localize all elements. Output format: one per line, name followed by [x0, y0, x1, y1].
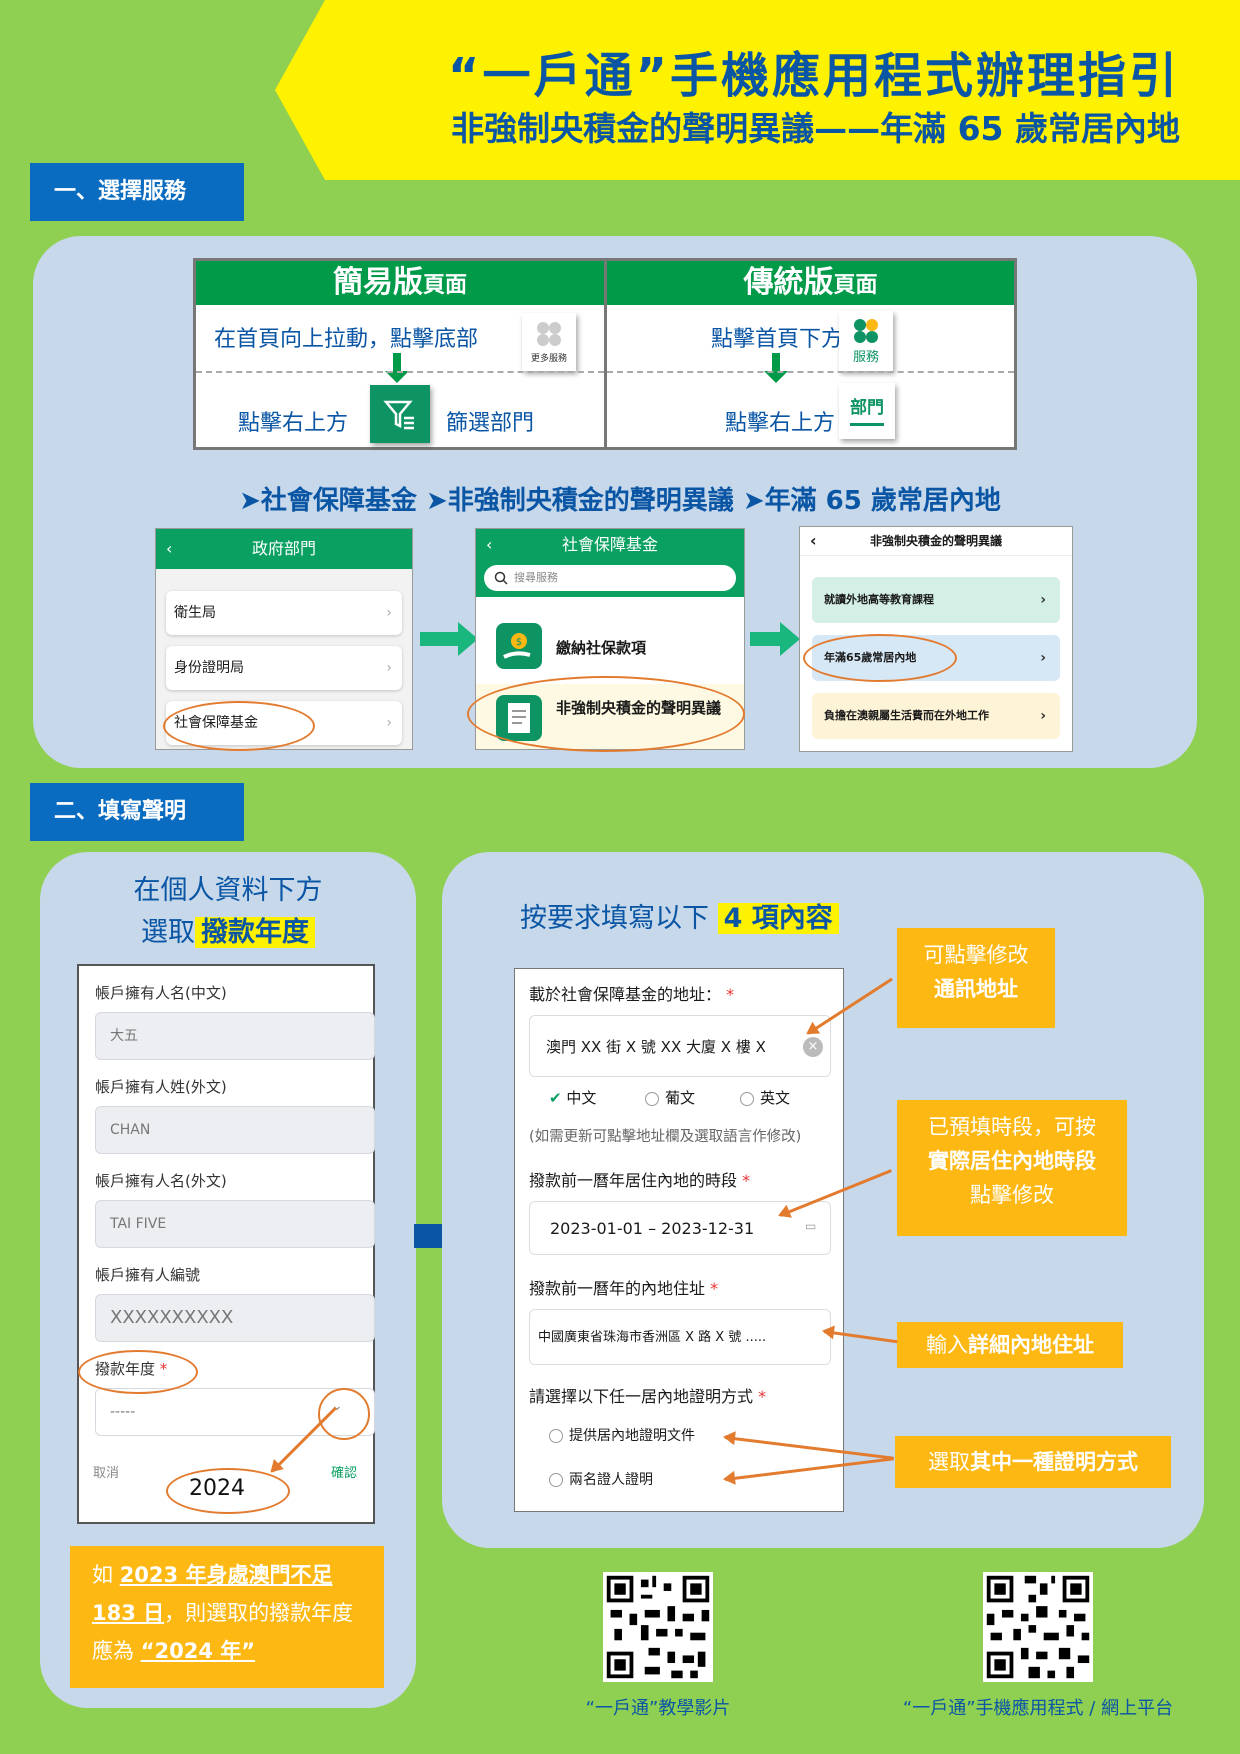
- owner-name-chinese-field: 大五: [95, 1012, 375, 1060]
- filter-tile: [370, 385, 430, 443]
- note-proof-method: 選取其中一種證明方式: [895, 1436, 1171, 1488]
- chevron-right-icon: ›: [1040, 708, 1046, 724]
- highlight-oval: [467, 676, 745, 752]
- lang-radio-english[interactable]: 英文: [740, 1087, 790, 1108]
- year-selection-note: 如 2023 年身處澳門不足 183 日，則選取的撥款年度 應為 “2024 年…: [70, 1546, 384, 1688]
- option-higher-education[interactable]: 就讀外地高等教育課程›: [812, 577, 1060, 623]
- chevron-right-icon: ›: [1040, 592, 1046, 608]
- qr-label-tutorial-video: “一戶通”教學影片: [585, 1698, 731, 1719]
- path-chevron-icon: ➤: [742, 486, 765, 516]
- more-services-tile: 更多服務: [522, 313, 576, 371]
- right-instruction: 按要求填寫以下 4 項內容: [520, 896, 839, 935]
- classic-step2-text: 點擊右上方: [725, 411, 836, 436]
- period-label: 撥款前一曆年居住內地的時段 *: [529, 1171, 751, 1190]
- classic-version-column: 傳統版頁面 點擊首頁下方 服務 點擊右上方 部門: [607, 261, 1014, 447]
- note-edit-address: 可點擊修改通訊地址: [897, 928, 1055, 1028]
- section-tag-fill-declaration: 二、填寫聲明: [30, 783, 244, 841]
- chevron-right-icon: ›: [386, 660, 392, 676]
- right-arrow-icon: [420, 622, 478, 656]
- simple-step2-text: 點擊右上方: [238, 411, 349, 436]
- mainland-address-input[interactable]: 中國廣東省珠海市香洲區 X 路 X 號 .....: [529, 1309, 831, 1365]
- right-arrow-icon: [750, 622, 800, 656]
- search-icon: [494, 571, 508, 585]
- lang-radio-chinese[interactable]: ✔ 中文: [549, 1089, 597, 1107]
- list-item[interactable]: 身份證明局›: [166, 646, 402, 690]
- declaration-form: 載於社會保障基金的地址： * 澳門 XX 街 X 號 XX 大廈 X 樓 X ×…: [514, 968, 844, 1512]
- list-item[interactable]: 衛生局›: [166, 591, 402, 635]
- chevron-right-icon: ›: [386, 715, 392, 731]
- classic-version-header: 傳統版頁面: [607, 261, 1014, 305]
- highlight-oval: [163, 701, 315, 751]
- back-chevron-icon[interactable]: ‹: [486, 535, 493, 554]
- confirm-button[interactable]: 確認: [331, 1466, 358, 1481]
- left-instruction-1: 在個人資料下方: [133, 875, 323, 906]
- header-banner: [275, 0, 1240, 180]
- cancel-button[interactable]: 取消: [93, 1466, 120, 1481]
- qr-code-app-platform[interactable]: [983, 1572, 1093, 1682]
- clear-icon[interactable]: ×: [803, 1037, 823, 1057]
- personal-info-form: 帳戶擁有人名(中文) 大五 帳戶擁有人姓(外文) CHAN 帳戶擁有人名(外文)…: [77, 964, 375, 1524]
- path-chevron-icon: ➤: [239, 486, 261, 516]
- period-input[interactable]: 2023-01-01 – 2023-12-31: [529, 1201, 831, 1255]
- mainland-address-label: 撥款前一曆年的內地住址 *: [529, 1279, 719, 1298]
- owner-number-field: XXXXXXXXXX: [95, 1294, 375, 1342]
- chevron-right-icon: ›: [1040, 650, 1046, 666]
- coin-hand-icon: $: [496, 623, 542, 669]
- back-chevron-icon[interactable]: ‹: [166, 539, 173, 558]
- calendar-icon[interactable]: ▭: [805, 1219, 817, 1233]
- services-tile: 服務: [839, 311, 893, 371]
- svg-text:$: $: [516, 637, 522, 648]
- grid-icon: [537, 322, 561, 346]
- down-arrow-icon: [385, 353, 409, 383]
- path-chevron-icon: ➤: [425, 486, 448, 516]
- filter-department-text: 篩選部門: [446, 411, 535, 436]
- section-tag-select-service: 一、選擇服務: [30, 163, 244, 221]
- back-chevron-icon[interactable]: ‹: [810, 531, 817, 550]
- search-input[interactable]: 搜尋服務: [484, 565, 736, 591]
- highlight-oval: [166, 1468, 290, 1514]
- note-mainland-address: 輸入詳細內地住址: [897, 1322, 1123, 1368]
- left-instruction-2: 選取撥款年度: [40, 910, 416, 949]
- classic-step1-text: 點擊首頁下方: [711, 327, 844, 352]
- proof-radio-witnesses[interactable]: 兩名證人證明: [549, 1469, 653, 1489]
- qr-label-app-platform: “一戶通”手機應用程式 / 網上平台: [902, 1698, 1174, 1719]
- qr-code-tutorial-video[interactable]: [603, 1572, 713, 1682]
- clover-icon: [854, 319, 878, 343]
- proof-method-label: 請選擇以下任一居內地證明方式 *: [529, 1387, 767, 1406]
- highlight-oval: [803, 634, 957, 682]
- simple-version-header: 簡易版頁面: [196, 261, 604, 305]
- highlight-oval: [78, 1350, 198, 1394]
- address-label: 載於社會保障基金的地址： *: [529, 985, 735, 1004]
- version-table: 簡易版頁面 在首頁向上拉動，點擊底部 更多服務 點擊右上方 篩選部門 傳統版頁面…: [193, 258, 1017, 450]
- department-tile: 部門: [839, 383, 895, 439]
- filter-icon: [383, 400, 414, 430]
- note-edit-period: 已預填時段，可按實際居住內地時段點擊修改: [897, 1100, 1127, 1236]
- highlight-oval: [318, 1388, 370, 1440]
- down-arrow-icon: [764, 353, 788, 383]
- chevron-right-icon: ›: [386, 605, 392, 621]
- owner-name-foreign-field: TAI FIVE: [95, 1200, 375, 1248]
- simple-version-column: 簡易版頁面 在首頁向上拉動，點擊底部 更多服務 點擊右上方 篩選部門: [196, 261, 607, 447]
- owner-surname-foreign-field: CHAN: [95, 1106, 375, 1154]
- address-hint: (如需更新可點擊地址欄及選取語言作修改): [529, 1129, 802, 1145]
- lang-radio-portuguese[interactable]: 葡文: [645, 1087, 695, 1108]
- address-input[interactable]: 澳門 XX 街 X 號 XX 大廈 X 樓 X: [529, 1015, 831, 1077]
- option-supporting-relatives[interactable]: 負擔在澳親屬生活費而在外地工作›: [812, 693, 1060, 739]
- proof-radio-document[interactable]: 提供居內地證明文件: [549, 1425, 695, 1445]
- page-title: “一戶通”手機應用程式辦理指引: [447, 48, 1180, 104]
- check-circle-icon: ✔: [549, 1089, 562, 1107]
- simple-step1-text: 在首頁向上拉動，點擊底部: [214, 327, 479, 352]
- navigation-path: ➤社會保障基金 ➤非強制央積金的聲明異議 ➤年滿 65 歲常居內地: [239, 486, 1001, 516]
- page-subtitle: 非強制央積金的聲明異議——年滿 65 歲常居內地: [451, 109, 1180, 148]
